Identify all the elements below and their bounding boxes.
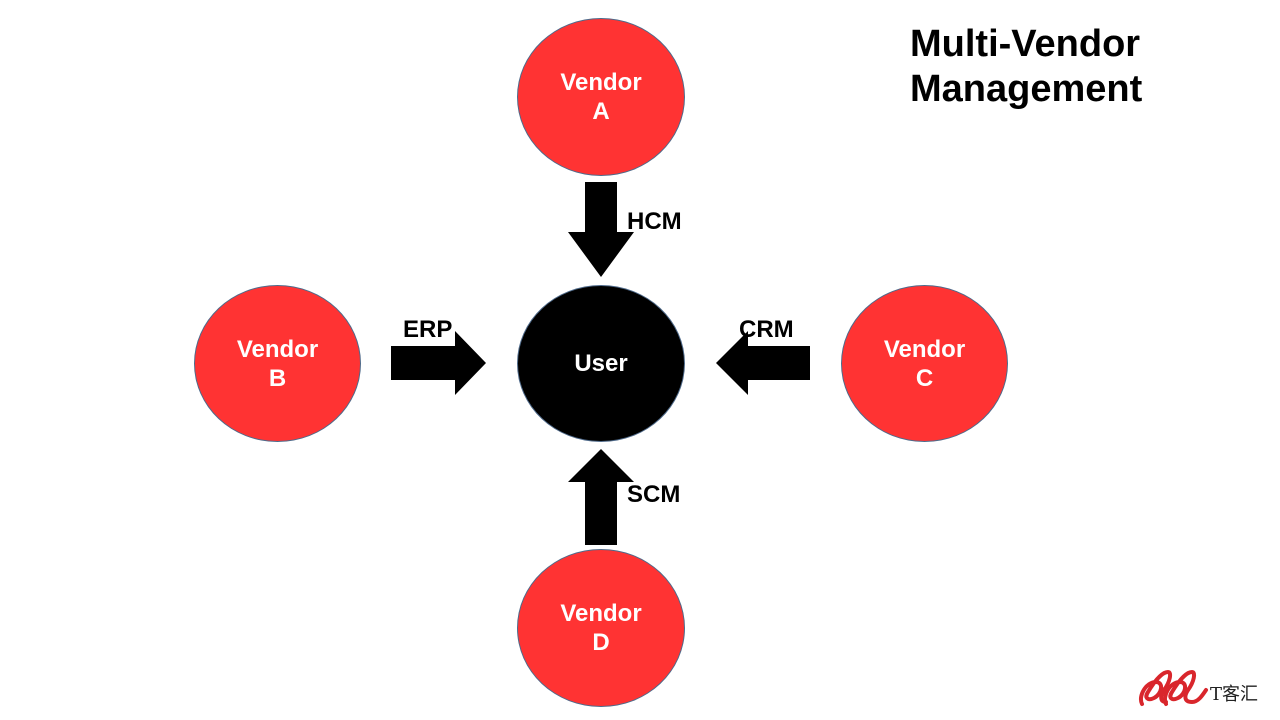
vendor-b-letter: B [268, 364, 287, 392]
arrow-erp [391, 331, 486, 395]
vendor-c-label: Vendor [883, 335, 966, 363]
user-label: User [574, 350, 628, 377]
vendor-d-letter: D [592, 629, 610, 656]
watermark-logo: T客汇 [1136, 668, 1276, 712]
vendor-a-letter: A [592, 98, 610, 125]
vendor-c-letter: C [915, 364, 934, 392]
vendor-a-node: Vendor A [517, 18, 685, 176]
watermark-text: T客汇 [1210, 684, 1259, 705]
flow-label-crm: CRM [739, 316, 794, 343]
flow-label-erp: ERP [403, 316, 453, 343]
arrow-crm [716, 331, 810, 395]
arrow-scm [568, 449, 634, 545]
vendor-c-node: Vendor C [841, 285, 1008, 442]
title-line-1: Multi-Vendor [910, 23, 1141, 65]
flow-label-hcm: HCM [627, 208, 682, 235]
user-node: User [517, 285, 685, 442]
vendor-b-label: Vendor [236, 335, 319, 363]
flow-label-scm: SCM [627, 481, 681, 508]
vendor-b-node: Vendor B [194, 285, 361, 442]
vendor-d-node: Vendor D [517, 549, 685, 707]
logo-mark-icon [1139, 669, 1208, 706]
title-line-2: Management [910, 68, 1143, 110]
arrow-hcm [568, 182, 634, 277]
slide-title: Multi-Vendor Management [910, 22, 1142, 112]
vendor-d-label: Vendor [560, 600, 642, 627]
vendor-a-label: Vendor [560, 69, 642, 96]
